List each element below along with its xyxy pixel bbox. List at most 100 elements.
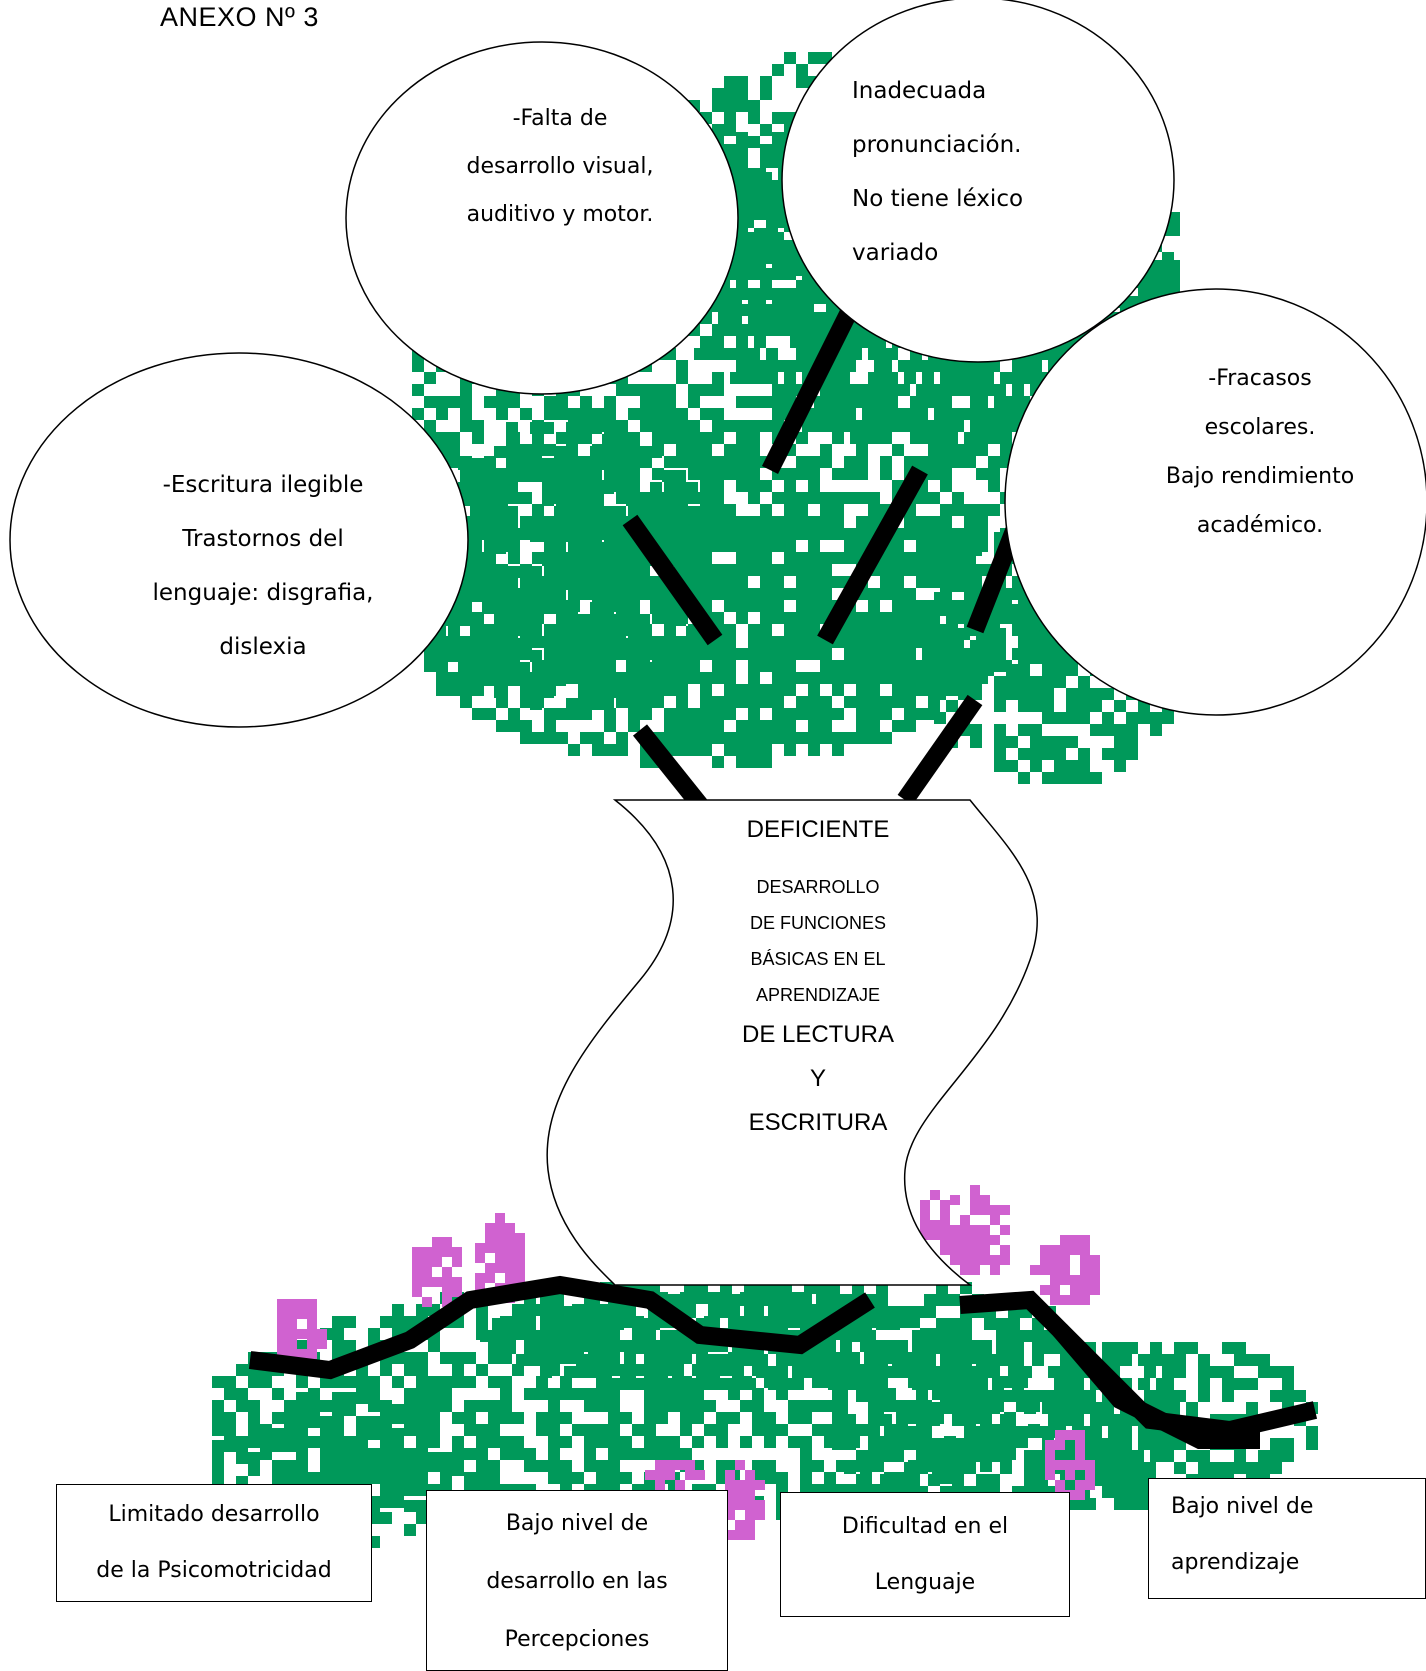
- foliage-pixel: [620, 1412, 632, 1424]
- foliage-pixel: [1018, 676, 1030, 688]
- foliage-pixel: [380, 1404, 392, 1416]
- foliage-pixel: [760, 480, 772, 492]
- foliage-pixel: [838, 372, 850, 384]
- foliage-pixel: [638, 446, 650, 458]
- foliage-pixel: [628, 672, 640, 684]
- foliage-pixel: [742, 192, 754, 204]
- foliage-pixel: [1048, 1366, 1060, 1378]
- foliage-pixel: [1222, 1462, 1234, 1474]
- foliage-pixel: [470, 614, 482, 626]
- foliage-pixel: [482, 650, 494, 662]
- foliage-pixel: [676, 672, 688, 684]
- foliage-pixel: [676, 732, 688, 744]
- foliage-pixel: [500, 1388, 512, 1400]
- foliage-pixel: [880, 588, 892, 600]
- foliage-pixel: [970, 420, 982, 432]
- foliage-pixel: [470, 554, 482, 566]
- foliage-pixel: [1054, 760, 1066, 772]
- foliage-pixel: [640, 420, 652, 432]
- foliage-pixel: [912, 1306, 924, 1318]
- foliage-pixel: [766, 216, 778, 228]
- foliage-pixel: [556, 552, 568, 564]
- foliage-pixel: [736, 468, 748, 480]
- foliage-pixel: [712, 516, 724, 528]
- foliage-pixel: [680, 1412, 692, 1424]
- foliage-pixel: [952, 1390, 964, 1402]
- foliage-pixel: [676, 516, 688, 528]
- foliage-pixel: [602, 542, 614, 554]
- foliage-pixel: [688, 456, 700, 468]
- foliage-pixel: [1042, 700, 1054, 712]
- foliage-pixel: [320, 1440, 332, 1452]
- foliage-pixel: [700, 492, 712, 504]
- foliage-pixel: [404, 1352, 416, 1364]
- foliage-pixel: [494, 542, 506, 554]
- foliage-pixel: [922, 420, 934, 432]
- foliage-pixel: [742, 216, 754, 228]
- foliage-pixel: [922, 616, 934, 628]
- foliage-pixel: [688, 420, 700, 432]
- foliage-pixel: [904, 672, 916, 684]
- foliage-pixel: [440, 1476, 452, 1488]
- foliage-pixel: [652, 420, 664, 432]
- foliage-pixel: [626, 578, 638, 590]
- foliage-pixel: [964, 528, 976, 540]
- foliage-pixel: [556, 396, 568, 408]
- foliage-pixel: [492, 1330, 504, 1342]
- foliage-pixel: [512, 1412, 524, 1424]
- foliage-pixel: [766, 348, 778, 360]
- foliage-pixel: [1270, 1462, 1282, 1474]
- foliage-pixel: [760, 252, 772, 264]
- foliage-pixel: [904, 552, 916, 564]
- foliage-pixel: [1042, 688, 1054, 700]
- foliage-pixel: [652, 468, 664, 480]
- foliage-pixel: [650, 506, 662, 518]
- foliage-pixel: [808, 732, 820, 744]
- foliage-pixel: [484, 396, 496, 408]
- foliage-pixel: [1198, 1354, 1210, 1366]
- foliage-pixel: [712, 432, 724, 444]
- foliage-pixel: [892, 624, 904, 636]
- foliage-pixel: [784, 480, 796, 492]
- foliage-pixel: [518, 662, 530, 674]
- foliage-pixel: [700, 432, 712, 444]
- foliage-pixel: [448, 444, 460, 456]
- foliage-pixel: [764, 1436, 776, 1448]
- foliage-pixel: [748, 528, 760, 540]
- foliage-pixel: [844, 492, 856, 504]
- foliage-pixel: [540, 1354, 552, 1366]
- foliage-pixel: [564, 1306, 576, 1318]
- foliage-pixel: [934, 592, 946, 604]
- foliage-pixel: [1186, 1402, 1198, 1414]
- foliage-pixel: [452, 1440, 464, 1452]
- foliage-pixel: [790, 264, 802, 276]
- foliage-pixel: [698, 518, 710, 530]
- foliage-pixel: [1282, 1366, 1294, 1378]
- foliage-pixel: [412, 360, 424, 372]
- foliage-pixel: [728, 1316, 740, 1328]
- foliage-pixel: [580, 408, 592, 420]
- foliage-pixel: [916, 528, 928, 540]
- foliage-pixel: [1066, 700, 1078, 712]
- foliage-pixel: [542, 554, 554, 566]
- foliage-pixel: [892, 660, 904, 672]
- foliage-pixel: [904, 708, 916, 720]
- foliage-pixel: [748, 112, 760, 124]
- foliage-pixel: [530, 518, 542, 530]
- foliage-pixel: [946, 628, 958, 640]
- foliage-pixel: [604, 528, 616, 540]
- foliage-pixel: [796, 528, 808, 540]
- foliage-pixel: [888, 1318, 900, 1330]
- foliage-pixel: [436, 684, 448, 696]
- foliage-pixel: [652, 696, 664, 708]
- foliage-pixel: [566, 554, 578, 566]
- foliage-pixel: [916, 384, 928, 396]
- foliage-pixel: [500, 1376, 512, 1388]
- foliage-pixel: [626, 638, 638, 650]
- foliage-pixel: [672, 1354, 684, 1366]
- foliage-pixel: [470, 638, 482, 650]
- foliage-pixel: [832, 432, 844, 444]
- foliage-pixel: [994, 700, 1006, 712]
- foliage-pixel: [724, 540, 736, 552]
